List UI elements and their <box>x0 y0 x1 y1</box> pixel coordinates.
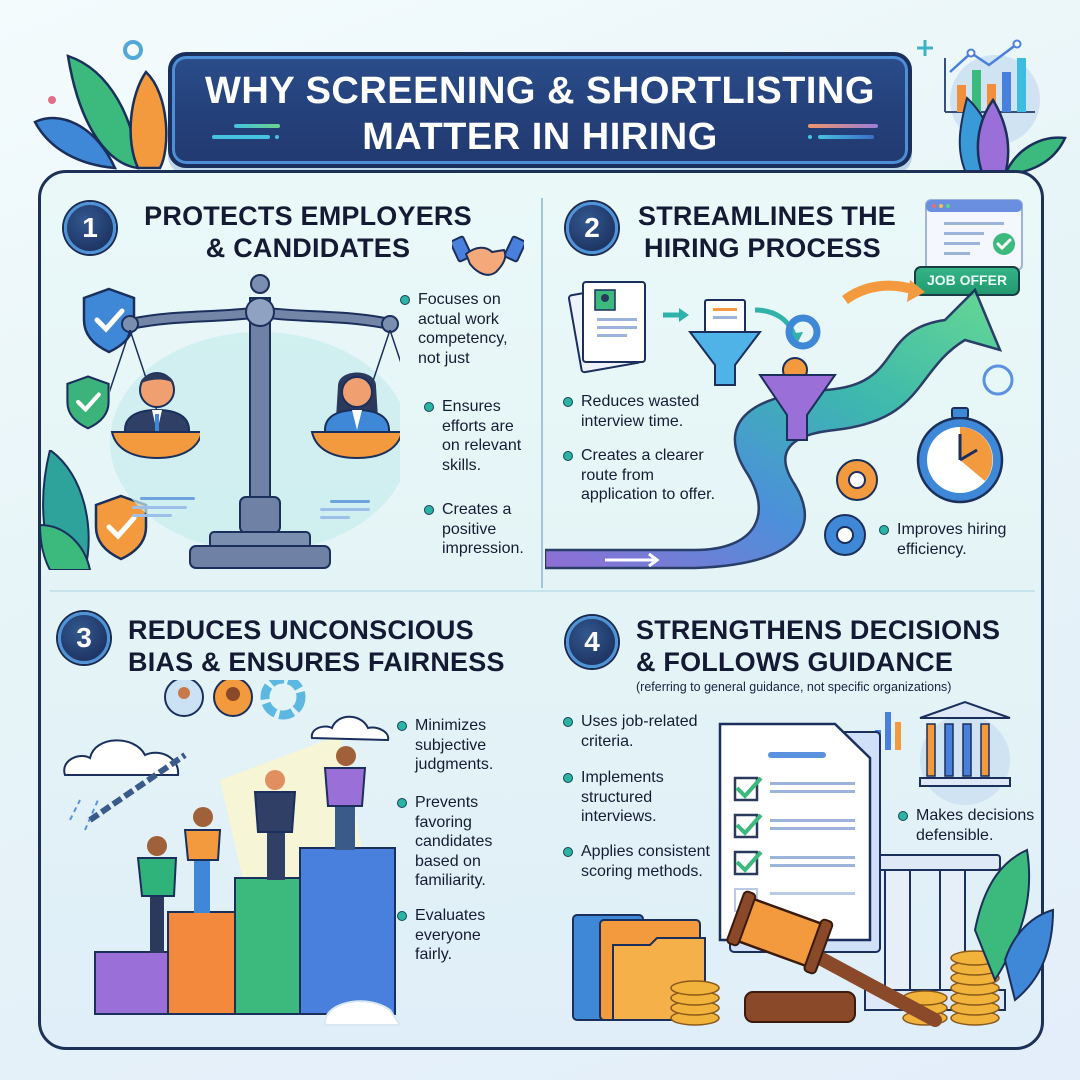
section-4-subtitle: (referring to general guidance, not spec… <box>636 680 952 694</box>
section-2-bullet-1: Reduces wasted interview time. <box>563 392 721 431</box>
section-1-number-badge: 1 <box>64 202 116 254</box>
deco-bar <box>808 124 878 128</box>
leaves-top-left-icon <box>33 40 168 170</box>
bullet-dot-icon <box>898 811 908 821</box>
section-2-bullet-3: Improves hiring efficiency. <box>879 520 1037 559</box>
decision-guidance-illustration <box>572 700 1055 1027</box>
bullet-dot-icon <box>400 295 410 305</box>
deco-bar <box>808 135 812 139</box>
hiring-pipeline-illustration <box>545 280 1014 570</box>
bullet-dot-icon <box>563 717 573 727</box>
section-3-bullet-1: Minimizes subjective judgments. <box>397 716 515 775</box>
candidate-man-avatar <box>110 372 200 460</box>
section-3-bullet-3: Evaluates everyone fairly. <box>397 906 515 965</box>
bullet-dot-icon <box>397 798 407 808</box>
bullet-dot-icon <box>424 402 434 412</box>
quadrant-divider-horizontal <box>50 590 1035 592</box>
deco-bar <box>818 135 874 139</box>
section-4-title: STRENGTHENS DECISIONS & FOLLOWS GUIDANCE <box>636 615 1001 677</box>
section-1-bullet-3: Creates a positive impression. <box>424 500 542 559</box>
deco-bar <box>275 135 279 139</box>
section-4-bullet-1: Uses job-related criteria. <box>563 712 721 751</box>
shield-check-icon <box>66 375 110 430</box>
leaf-icon <box>40 450 92 570</box>
bullet-dot-icon <box>397 721 407 731</box>
page-title-line1: WHY SCREENING & SHORTLISTING <box>205 70 875 112</box>
title-banner: WHY SCREENING & SHORTLISTING MATTER IN H… <box>168 52 912 168</box>
quadrant-divider-vertical <box>541 198 543 588</box>
section-3-title: REDUCES UNCONSCIOUS BIAS & ENSURES FAIRN… <box>128 615 505 677</box>
bullet-dot-icon <box>563 451 573 461</box>
deco-bar <box>234 124 280 128</box>
handshake-icon <box>452 235 524 276</box>
bullet-dot-icon <box>563 773 573 783</box>
bullet-dot-icon <box>563 847 573 857</box>
shield-check-icon <box>94 494 148 561</box>
section-1-bullet-2: Ensures efforts are on relevant skills. <box>424 397 532 475</box>
section-1-title: PROTECTS EMPLOYERS & CANDIDATES <box>144 201 472 263</box>
bullet-dot-icon <box>424 505 434 515</box>
section-4-bullet-3: Applies consistent scoring methods. <box>563 842 721 881</box>
section-4-bullet-4: Makes decisions defensible. <box>898 806 1056 845</box>
growth-chart-icon <box>917 39 1067 175</box>
page-title-line2: MATTER IN HIRING <box>362 116 718 158</box>
section-3-bullet-2: Prevents favoring candidates based on fa… <box>397 793 515 891</box>
deco-bar <box>212 135 270 139</box>
candidate-woman-avatar <box>310 372 400 460</box>
section-2-title: STREAMLINES THE HIRING PROCESS <box>638 201 897 263</box>
section-3-number-badge: 3 <box>58 612 110 664</box>
job-offer-badge: JOB OFFER <box>914 266 1020 296</box>
scale-of-justice-icon <box>110 274 400 569</box>
bullet-dot-icon <box>879 525 889 535</box>
section-2-number-badge: 2 <box>566 202 618 254</box>
bullet-dot-icon <box>563 397 573 407</box>
section-1-bullet-1: Focuses on actual work competency, not j… <box>400 290 518 368</box>
fairness-podium-illustration <box>63 680 400 1026</box>
section-4-bullet-2: Implements structured interviews. <box>563 768 701 827</box>
section-2-bullet-2: Creates a clearer route from application… <box>563 446 721 505</box>
bullet-dot-icon <box>397 911 407 921</box>
section-4-number-badge: 4 <box>566 616 618 668</box>
browser-checklist-icon <box>925 199 1023 271</box>
